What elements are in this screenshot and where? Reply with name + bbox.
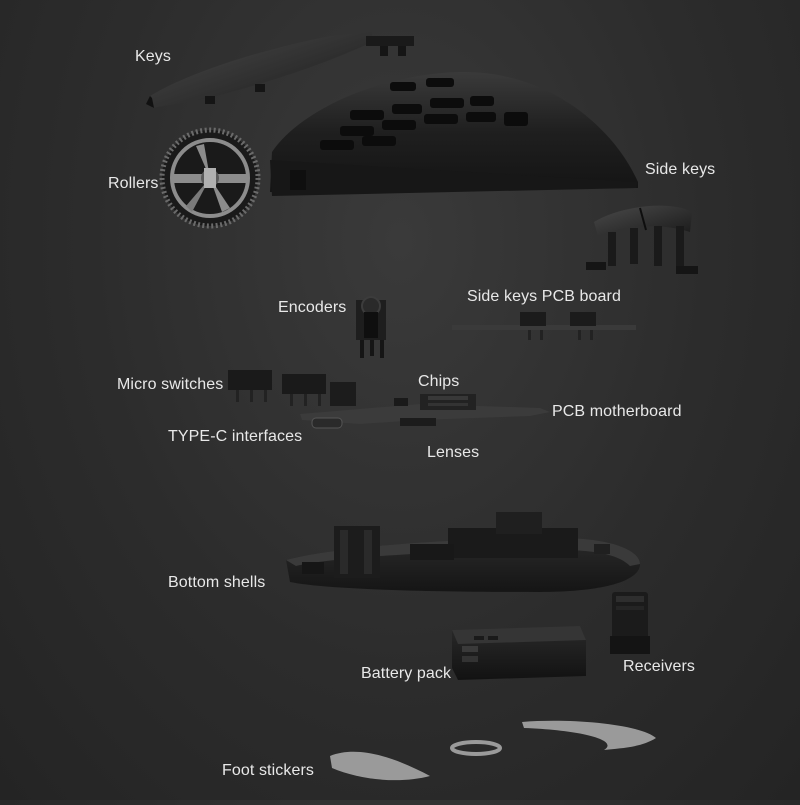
label-side-keys-pcb-board: Side keys PCB board	[467, 288, 621, 305]
label-battery-pack: Battery pack	[361, 665, 452, 682]
receiver-part	[610, 592, 650, 654]
roller-part	[159, 127, 261, 229]
label-foot-stickers: Foot stickers	[222, 762, 314, 779]
battery-pack-part	[452, 626, 586, 680]
label-pcb-motherboard: PCB motherboard	[552, 403, 682, 420]
label-rollers: Rollers	[108, 175, 159, 192]
label-micro-switches: Micro switches	[117, 376, 224, 393]
side-keys-pcb-part	[452, 312, 636, 340]
micro-switches-part	[228, 370, 326, 406]
top-shell-part	[270, 71, 638, 196]
label-encoders: Encoders	[278, 299, 347, 316]
foot-stickers-part	[330, 720, 656, 781]
label-side-keys: Side keys	[645, 161, 716, 178]
pcb-motherboard-part	[300, 382, 550, 429]
label-bottom-shells: Bottom shells	[168, 574, 266, 591]
side-keys-part	[586, 205, 698, 274]
keys-part	[146, 32, 414, 108]
bottom-shell-part	[286, 512, 640, 592]
label-type-c-interfaces: TYPE-C interfaces	[168, 428, 303, 445]
label-keys: Keys	[135, 48, 171, 65]
label-receivers: Receivers	[623, 658, 696, 675]
label-lenses: Lenses	[427, 444, 480, 461]
encoder-part	[356, 296, 386, 358]
label-chips: Chips	[418, 373, 460, 390]
